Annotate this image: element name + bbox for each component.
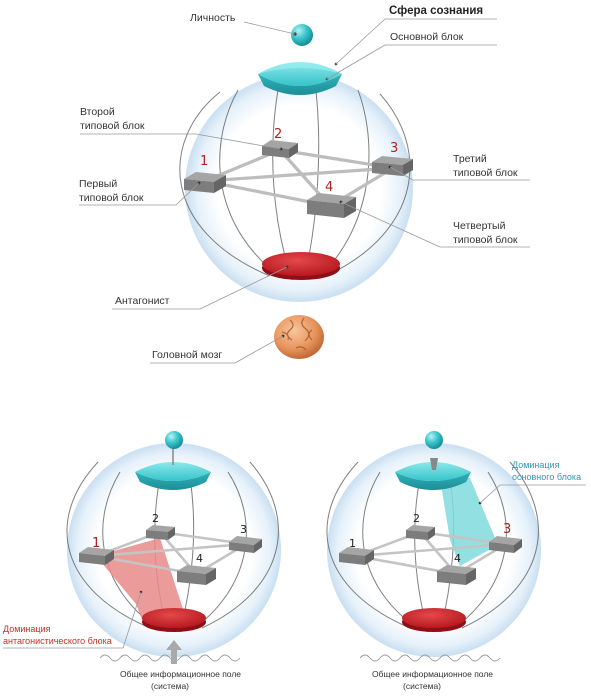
domination-main-1: Доминация [512,460,560,470]
number-1-right: 1 [349,537,356,550]
number-2-right: 2 [413,512,420,525]
block-1 [184,172,226,193]
number-3-right: 3 [503,522,511,537]
main-block [258,62,342,95]
top-diagram: Личность Сфера сознания Основной блок Вт… [79,5,530,364]
info-field-right-1: Общее информационное поле [372,669,493,679]
label-tretiy-2: типовой блок [453,167,518,179]
number-4: 4 [325,180,333,195]
bottom-right-diagram: 1 2 3 4 Доминация основного блока Общее … [326,431,586,691]
domination-main-2: основного блока [512,472,581,482]
antagonist-disc-right [402,608,466,632]
label-pervyy-1: Первый [79,178,117,190]
label-antagonist: Антагонист [115,295,170,307]
label-golovnoy-mozg: Головной мозг [152,349,222,361]
label-chetvertyy-2: типовой блок [453,234,518,246]
personality-ball [291,24,313,46]
info-field-arrow [166,640,182,664]
main-block-right [395,462,471,490]
info-field-wave-right [359,654,501,662]
label-pervyy-2: типовой блок [79,192,144,204]
domination-antagonist-2: антагонистического блока [3,636,112,646]
antagonist-disc-left [142,608,206,632]
info-field-wave-left [99,654,241,662]
info-field-left-1: Общее информационное поле [120,669,241,679]
label-lichnost: Личность [190,12,236,24]
antagonist-disc [262,252,340,280]
consciousness-sphere [185,74,413,302]
blocks-left [79,525,262,585]
block-4 [307,193,356,218]
label-sfera-soznaniya: Сфера сознания [389,5,483,17]
top-labels: Личность Сфера сознания Основной блок Вт… [79,5,530,364]
number-3: 3 [390,141,398,156]
label-osnovnoy-blok: Основной блок [390,31,464,43]
number-1-left: 1 [92,536,100,551]
label-chetvertyy-1: Четвертый [453,220,506,232]
number-2-left: 2 [152,512,159,525]
label-vtoroy-1: Второй [80,106,115,118]
label-tretiy-1: Третий [453,153,487,165]
number-1: 1 [200,154,208,169]
main-block-left [135,462,211,490]
label-vtoroy-2: типовой блок [80,120,145,132]
block-3 [372,156,413,176]
number-4-left: 4 [196,552,203,565]
info-field-right-2: (система) [403,681,441,691]
blocks-right [339,525,522,585]
bottom-left-diagram: 1 2 3 4 Доминация антагонистического бло… [3,431,281,691]
number-3-left: 3 [240,523,247,536]
number-2: 2 [274,127,282,142]
main-block-domination-area [440,478,498,566]
personality-ball-right [425,431,443,449]
personality-ball-left [165,431,183,449]
info-field-left-2: (система) [151,681,189,691]
domination-antagonist-1: Доминация [3,624,51,634]
number-4-right: 4 [454,552,461,565]
brain [274,315,324,359]
